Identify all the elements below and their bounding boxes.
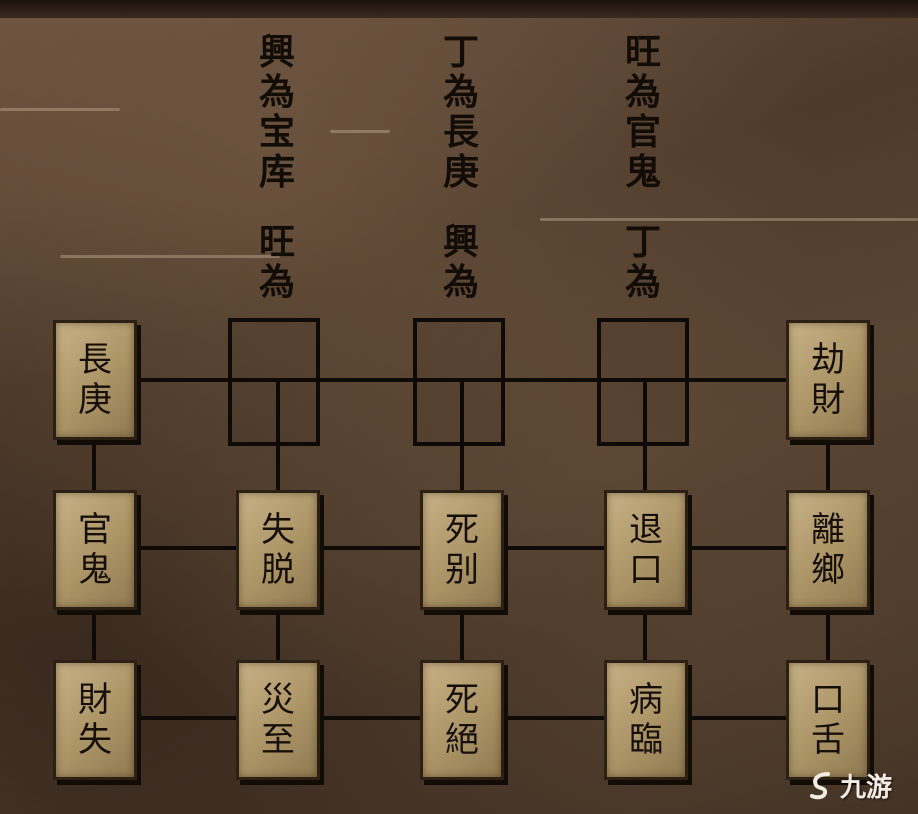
jiuyou-logo-icon xyxy=(809,771,830,799)
connector-line xyxy=(92,610,96,662)
inscription-column-1: 興為宝库 旺為 xyxy=(252,32,302,302)
inscription-column-3: 旺為官鬼 丁為 xyxy=(618,32,668,302)
inscription-lower: 興為 xyxy=(442,221,479,303)
tile-label: 劫財 xyxy=(811,340,845,420)
connector-line xyxy=(92,440,96,492)
tile-koushe[interactable]: 口舌 xyxy=(786,660,870,780)
tile-label: 財失 xyxy=(78,680,112,760)
stone-crack xyxy=(0,108,120,111)
tile-sibie[interactable]: 死别 xyxy=(420,490,504,610)
tile-label: 死别 xyxy=(445,510,479,590)
tile-tuikou[interactable]: 退口 xyxy=(604,490,688,610)
connector-line xyxy=(276,610,280,662)
connector-line xyxy=(826,440,830,492)
connector-line xyxy=(826,610,830,662)
connector-line xyxy=(460,380,464,492)
connector-line xyxy=(460,610,464,662)
stone-crack xyxy=(330,130,390,133)
tile-label: 災至 xyxy=(261,680,295,760)
tile-jiecai[interactable]: 劫財 xyxy=(786,320,870,440)
empty-tile-slot-1[interactable] xyxy=(228,318,320,446)
tile-label: 病臨 xyxy=(629,680,663,760)
connector-line xyxy=(276,380,280,492)
tile-lixiang[interactable]: 離鄉 xyxy=(786,490,870,610)
tile-binglin[interactable]: 病臨 xyxy=(604,660,688,780)
empty-tile-slot-3[interactable] xyxy=(597,318,689,446)
tile-label: 離鄉 xyxy=(811,510,845,590)
tile-shituo[interactable]: 失脱 xyxy=(236,490,320,610)
tile-label: 失脱 xyxy=(261,510,295,590)
tile-label: 退口 xyxy=(629,510,663,590)
watermark-text: 九游 xyxy=(839,773,892,803)
connector-line xyxy=(643,380,647,492)
inscription-lower: 丁為 xyxy=(624,221,661,303)
inscription-upper: 興為宝库 xyxy=(258,31,295,193)
empty-tile-slot-2[interactable] xyxy=(413,318,505,446)
tile-changgeng[interactable]: 長庚 xyxy=(53,320,137,440)
inscription-upper: 丁為長庚 xyxy=(442,31,479,193)
stone-crack xyxy=(60,255,280,258)
tile-guangui[interactable]: 官鬼 xyxy=(53,490,137,610)
tile-label: 長庚 xyxy=(78,340,112,420)
tile-label: 官鬼 xyxy=(78,510,112,590)
inscription-lower: 旺為 xyxy=(258,221,295,303)
connector-line xyxy=(643,610,647,662)
tile-caishi[interactable]: 財失 xyxy=(53,660,137,780)
board-top-edge xyxy=(0,0,918,18)
inscription-upper: 旺為官鬼 xyxy=(624,31,661,193)
watermark: 九游 xyxy=(808,767,892,804)
tile-zaizhi[interactable]: 災至 xyxy=(236,660,320,780)
tile-label: 口舌 xyxy=(811,680,845,760)
stone-crack xyxy=(540,218,918,221)
inscription-column-2: 丁為長庚 興為 xyxy=(436,32,486,302)
tile-label: 死絕 xyxy=(445,680,479,760)
tile-sijue[interactable]: 死絕 xyxy=(420,660,504,780)
